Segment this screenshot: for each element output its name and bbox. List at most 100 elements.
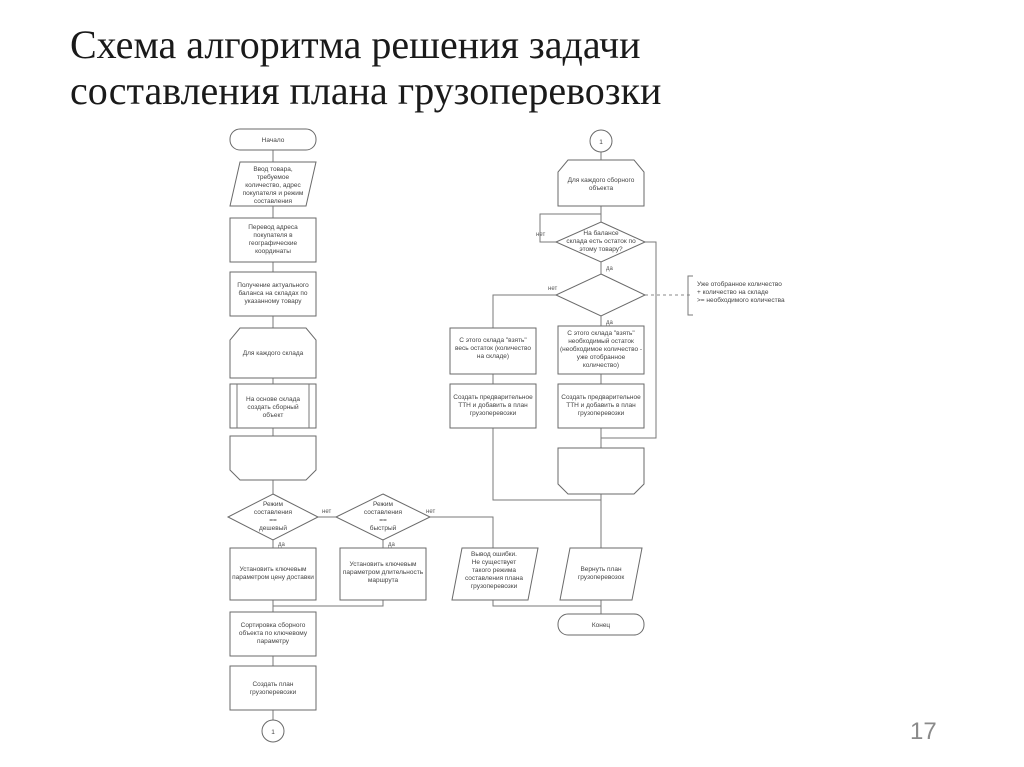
svg-text:объект: объект: [263, 411, 284, 419]
label-yes-balance: да: [606, 266, 614, 272]
sort-collect-process: Сортировка сборного объекта по ключевому…: [229, 611, 317, 657]
svg-text:склада есть остаток по: склада есть остаток по: [566, 238, 636, 245]
svg-text:составления: составления: [254, 198, 293, 205]
svg-text:На балансе: На балансе: [583, 229, 619, 237]
svg-text:координаты: координаты: [255, 248, 291, 255]
create-collect-predefined-process: На основе склада создать сборный объект: [229, 383, 317, 429]
svg-text:==: ==: [269, 517, 277, 524]
svg-text:географические: географические: [249, 240, 298, 247]
set-price-process: Установить ключевым параметром цену дост…: [229, 547, 317, 601]
svg-text:покупателя в: покупателя в: [253, 232, 293, 239]
svg-text:Для каждого сборного: Для каждого сборного: [568, 176, 635, 184]
svg-text:грузоперевозок: грузоперевозок: [578, 574, 624, 581]
draft-ttn-left-process: Создать предварительное ТТН и добавить в…: [449, 383, 537, 429]
svg-text:1: 1: [271, 729, 275, 736]
svg-text:указанному товару: указанному товару: [244, 298, 302, 305]
label-no-enough: нет: [548, 286, 557, 292]
svg-text:параметром длительность: параметром длительность: [343, 569, 424, 576]
svg-text:дешевый: дешевый: [259, 524, 287, 532]
input-goods-parallelogram: Ввод товара, требуемое количество, адрес…: [229, 161, 317, 207]
svg-text:Не существует: Не существует: [472, 559, 517, 566]
set-duration-process: Установить ключевым параметром длительно…: [339, 547, 427, 601]
svg-text:необходимый остаток: необходимый остаток: [568, 337, 634, 345]
svg-text:объекта по ключевому: объекта по ключевому: [239, 629, 308, 637]
label-no-balance: нет: [536, 232, 545, 238]
svg-text:объекта: объекта: [589, 184, 614, 192]
svg-text:составления: составления: [364, 509, 403, 516]
svg-text:Перевод адреса: Перевод адреса: [248, 224, 298, 231]
svg-text:Установить ключевым: Установить ключевым: [240, 566, 307, 573]
svg-text:Установить ключевым: Установить ключевым: [350, 561, 417, 568]
svg-text:Для каждого склада: Для каждого склада: [243, 350, 304, 357]
svg-text:покупателя и режим: покупателя и режим: [243, 190, 304, 197]
svg-text:Создать предварительное: Создать предварительное: [561, 394, 641, 401]
loop-each-warehouse-end: [229, 435, 317, 481]
annotation-comment: Уже отобранное количество + количество н…: [697, 280, 785, 304]
end-terminator: Конец: [557, 613, 645, 636]
svg-text:Уже отобранное количество: Уже отобранное количество: [697, 280, 782, 288]
svg-text:маршрута: маршрута: [368, 577, 399, 584]
svg-text:Создать план: Создать план: [252, 681, 293, 688]
svg-text:параметром цену доставки: параметром цену доставки: [232, 574, 314, 581]
label-yes-cheapest: да: [278, 542, 286, 548]
svg-text:С этого склада "взять": С этого склада "взять": [459, 337, 527, 344]
label-yes-fastest: да: [388, 542, 396, 548]
svg-text:составления плана: составления плана: [465, 575, 523, 582]
svg-text:количество): количество): [583, 362, 619, 369]
svg-text:ТТН и добавить в план: ТТН и добавить в план: [566, 401, 636, 409]
svg-text:создать сборный: создать сборный: [247, 403, 299, 411]
loop-each-collect-end: [557, 447, 645, 495]
svg-text:С этого склада "взять": С этого склада "взять": [567, 330, 635, 337]
svg-text:весь остаток (количество: весь остаток (количество: [455, 345, 531, 352]
svg-text:>= необходимого количества: >= необходимого количества: [697, 296, 785, 304]
label-no-cheapest: нет: [322, 509, 331, 515]
mode-fastest-decision: Режим составления == быстрый: [334, 493, 432, 541]
svg-text:1: 1: [599, 139, 603, 146]
create-plan-process: Создать план грузоперевозки: [229, 665, 317, 711]
svg-text:грузоперевозки: грузоперевозки: [470, 410, 517, 417]
svg-text:уже отобранное: уже отобранное: [577, 353, 626, 361]
svg-text:Сортировка сборного: Сортировка сборного: [241, 621, 306, 629]
svg-text:грузоперевозки: грузоперевозки: [250, 689, 297, 696]
start-terminator: Начало: [229, 128, 317, 151]
svg-text:Получение актуального: Получение актуального: [237, 282, 309, 289]
svg-text:грузоперевозки: грузоперевозки: [471, 583, 518, 590]
svg-text:На основе склада: На основе склада: [246, 396, 300, 403]
loop-each-collect-start: Для каждого сборного объекта: [557, 159, 645, 207]
svg-text:+ количество на складе: + количество на складе: [697, 289, 769, 296]
svg-text:баланса на складах по: баланса на складах по: [238, 289, 307, 297]
svg-text:составления: составления: [254, 509, 293, 516]
mode-cheapest-decision: Режим составления == дешевый: [226, 493, 320, 541]
svg-text:такого режима: такого режима: [472, 567, 516, 574]
svg-text:быстрый: быстрый: [370, 524, 397, 532]
svg-text:Вернуть план: Вернуть план: [580, 566, 622, 573]
svg-text:ТТН и добавить в план: ТТН и добавить в план: [458, 401, 528, 409]
svg-text:Вывод ошибки.: Вывод ошибки.: [471, 550, 517, 558]
slide-title-line-2: составления плана грузоперевозки: [70, 68, 662, 113]
has-balance-decision: На балансе склада есть остаток по этому …: [554, 221, 647, 263]
take-all-process: С этого склада "взять" весь остаток (кол…: [449, 327, 537, 375]
connector-1-bottom: 1: [261, 719, 285, 743]
connector-lines-right: [492, 152, 693, 614]
svg-text:Создать предварительное: Создать предварительное: [453, 394, 533, 401]
slide-title-line-1: Схема алгоритма решения задачи: [70, 22, 641, 67]
label-no-fastest: нет: [426, 509, 435, 515]
svg-text:этому товару?: этому товару?: [579, 246, 623, 253]
start-label: Начало: [262, 137, 285, 144]
get-balance-process: Получение актуального баланса на складах…: [229, 271, 317, 317]
connector-1-top: 1: [589, 129, 613, 153]
svg-text:параметру: параметру: [257, 638, 290, 645]
svg-text:требуемое: требуемое: [257, 173, 290, 181]
convert-address-process: Перевод адреса покупателя в географическ…: [229, 217, 317, 263]
loop-each-warehouse-start: Для каждого склада: [229, 327, 317, 379]
slide-title: Схема алгоритма решения задачи составлен…: [70, 22, 661, 114]
connector-lines: [272, 150, 601, 720]
svg-text:количество, адрес: количество, адрес: [245, 182, 301, 189]
take-needed-process: С этого склада "взять" необходимый остат…: [557, 325, 645, 375]
return-plan-parallelogram: Вернуть план грузоперевозок: [559, 547, 643, 601]
svg-text:(необходимое количество -: (необходимое количество -: [560, 345, 642, 353]
svg-text:Ввод товара,: Ввод товара,: [253, 166, 293, 173]
draft-ttn-right-process: Создать предварительное ТТН и добавить в…: [557, 383, 645, 429]
svg-text:грузоперевозки: грузоперевозки: [578, 410, 625, 417]
